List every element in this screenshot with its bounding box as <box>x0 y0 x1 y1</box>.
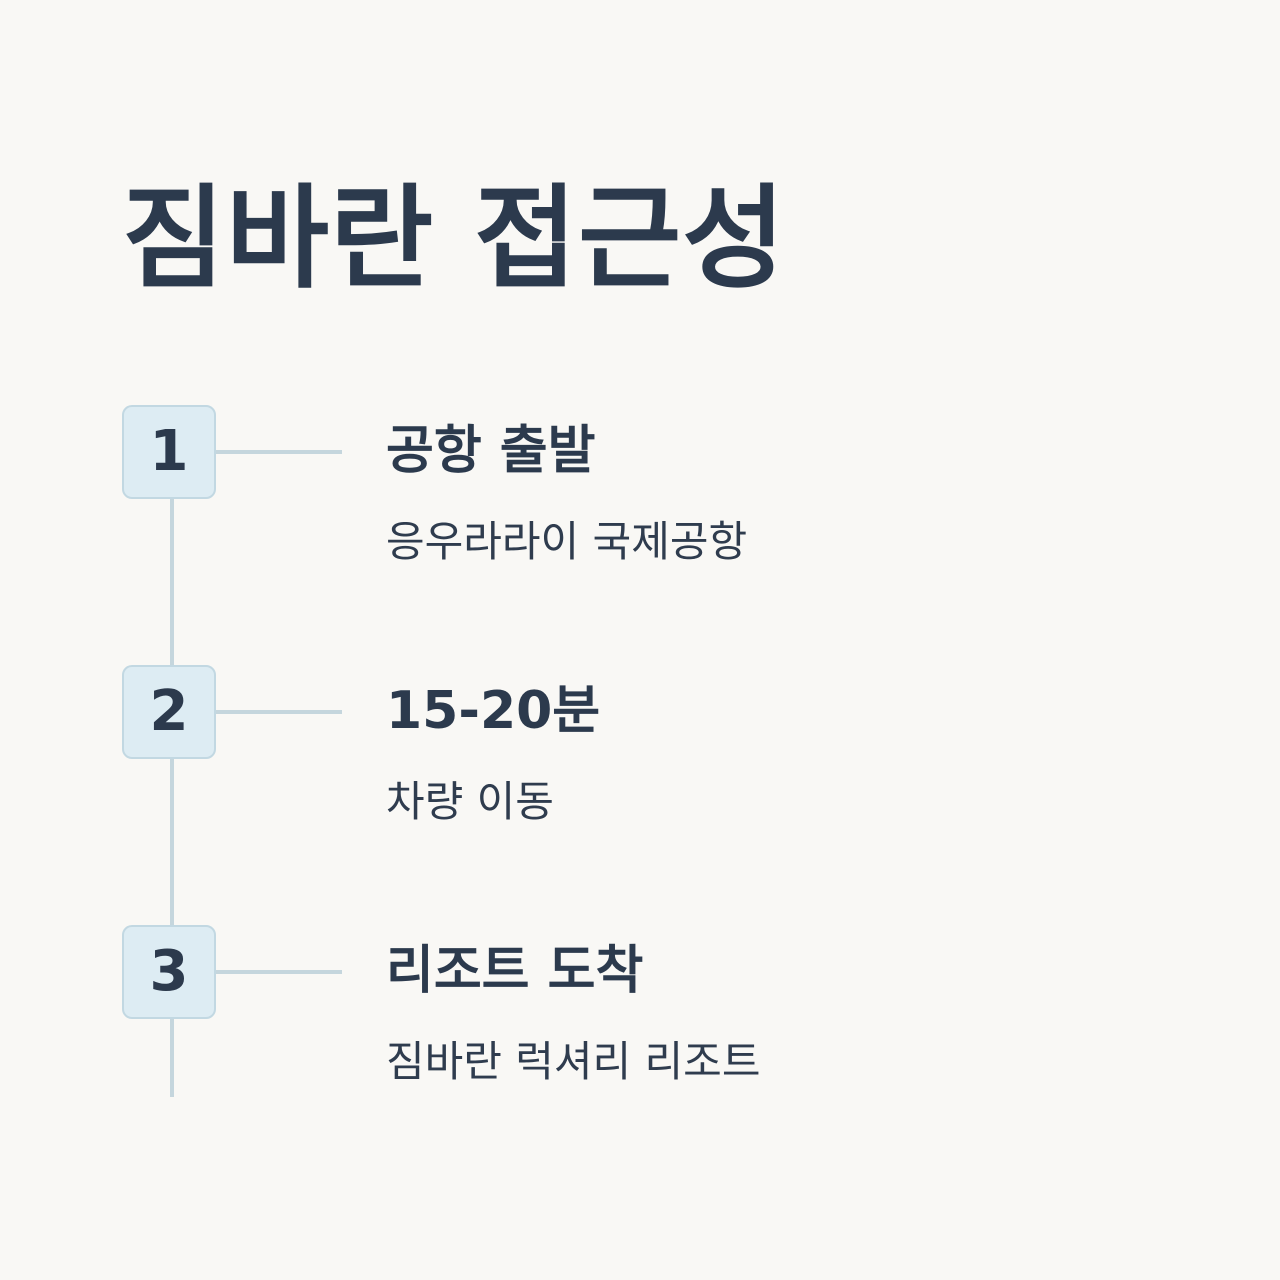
timeline-step-2: 2 15-20분 차량 이동 <box>0 665 1280 865</box>
step-title: 15-20분 <box>386 681 601 741</box>
timeline-step-1: 1 공항 출발 응우라라이 국제공항 <box>0 405 1280 605</box>
step-connector-line <box>216 450 342 454</box>
step-title: 공항 출발 <box>386 421 596 481</box>
timeline-vertical-line <box>170 452 174 1097</box>
step-description: 짐바란 럭셔리 리조트 <box>386 1037 761 1086</box>
step-number-badge: 2 <box>122 665 216 759</box>
step-title: 리조트 도착 <box>386 941 644 1001</box>
step-description: 차량 이동 <box>386 777 554 826</box>
step-number-badge: 1 <box>122 405 216 499</box>
timeline-step-3: 3 리조트 도착 짐바란 럭셔리 리조트 <box>0 925 1280 1125</box>
step-connector-line <box>216 710 342 714</box>
step-number-badge: 3 <box>122 925 216 1019</box>
step-description: 응우라라이 국제공항 <box>386 517 748 566</box>
step-connector-line <box>216 970 342 974</box>
page-title: 짐바란 접근성 <box>122 174 787 304</box>
